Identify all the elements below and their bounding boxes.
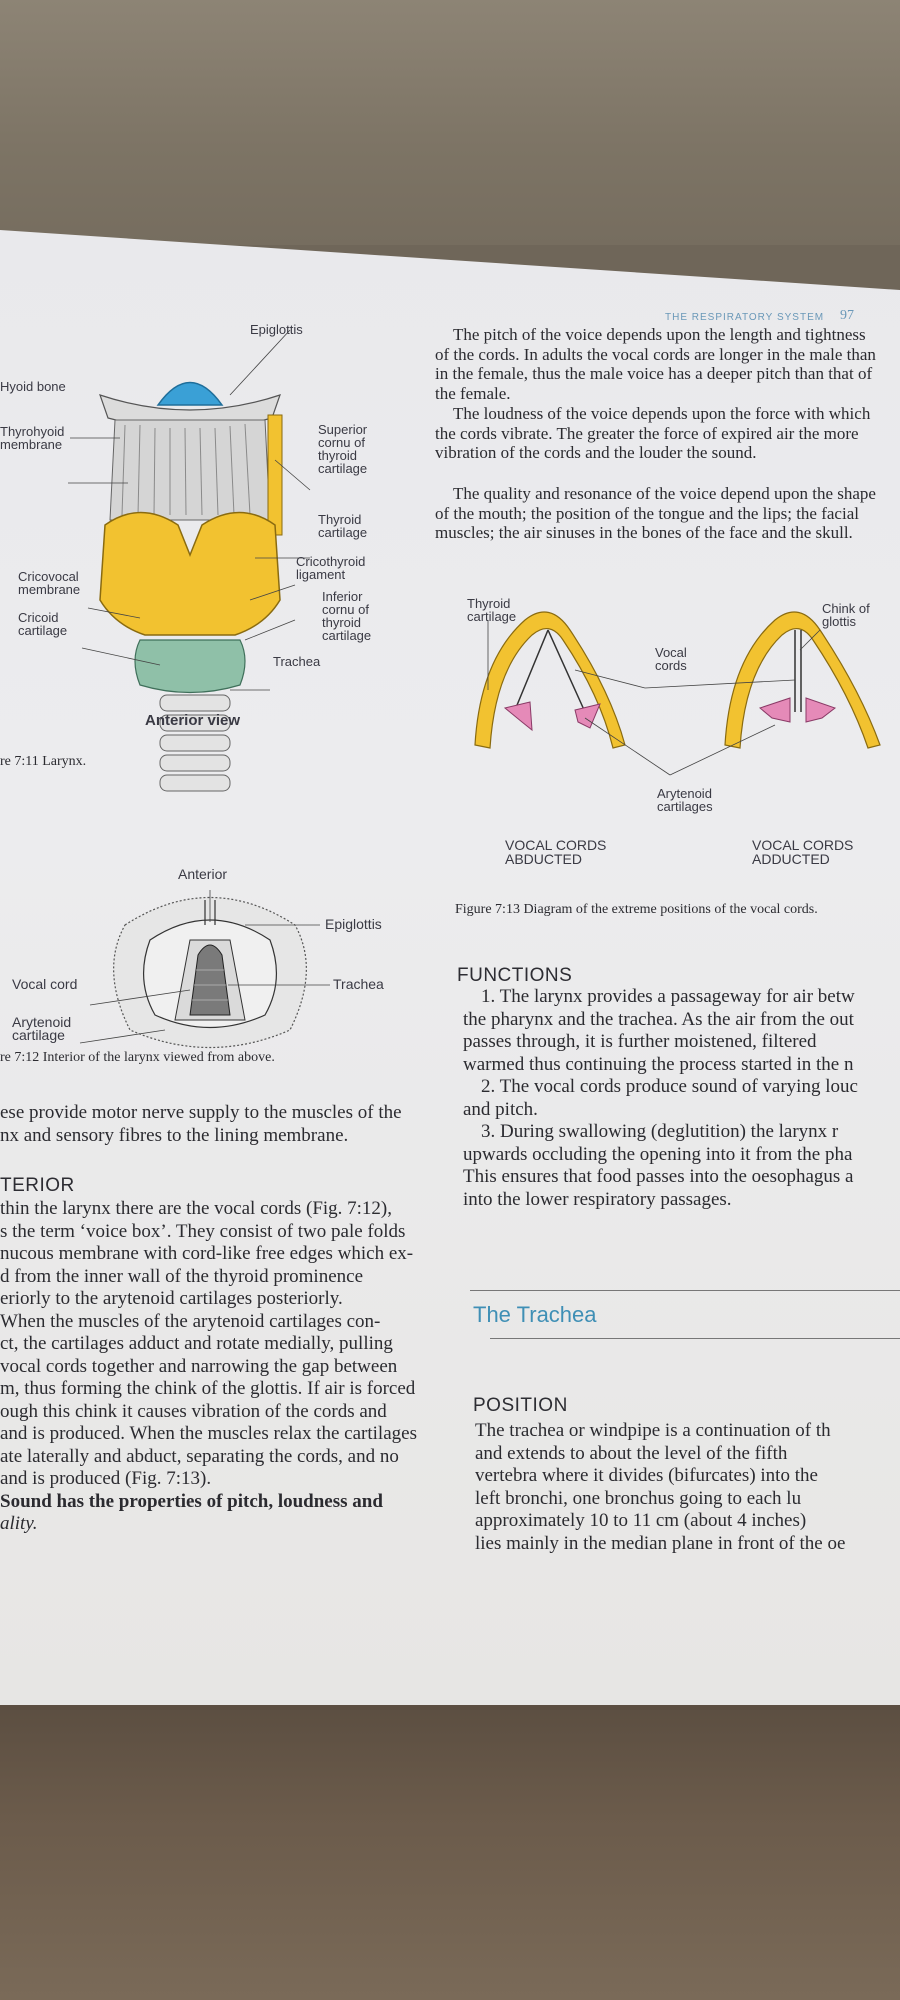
label-thyroid-cartilage-13: Thyroid cartilage bbox=[467, 596, 517, 624]
label-vocal-cords: Vocal cords bbox=[655, 645, 687, 673]
pitch-paragraph: The pitch of the voice depends upon the … bbox=[435, 325, 876, 403]
functions-text: 1. The larynx provides a passageway for … bbox=[463, 986, 858, 1210]
interior-paragraph: thin the larynx there are the vocal cord… bbox=[0, 1198, 417, 1534]
section-rule-top bbox=[470, 1290, 900, 1291]
section-rule-bottom bbox=[490, 1338, 900, 1339]
label-cricovocal-membrane: Cricovocal membrane bbox=[18, 569, 81, 597]
label-epiglottis: Epiglottis bbox=[250, 322, 303, 337]
larynx-interior-illustration bbox=[79, 890, 330, 1049]
table-surface-top bbox=[0, 0, 900, 245]
figure-7-13-caption: Figure 7:13 Diagram of the extreme posit… bbox=[455, 902, 818, 917]
interior-heading: TERIOR bbox=[0, 1175, 75, 1196]
vocal-cords-diagram bbox=[474, 611, 881, 776]
book-page: THE RESPIRATORY SYSTEM 97 bbox=[0, 230, 900, 1705]
page-number: 97 bbox=[840, 308, 854, 323]
label-cricoid-cartilage: Cricoid cartilage bbox=[18, 610, 68, 638]
label-superior-cornu: Superior cornu of thyroid cartilage bbox=[318, 422, 368, 476]
nerve-supply-paragraph: ese provide motor nerve supply to the mu… bbox=[0, 1102, 402, 1146]
running-head: THE RESPIRATORY SYSTEM bbox=[665, 312, 825, 323]
label-thyrohyoid-membrane: Thyrohyoid membrane bbox=[0, 424, 65, 452]
label-cricothyroid-ligament: Cricothyroid ligament bbox=[296, 554, 366, 582]
figure-7-12-caption: re 7:12 Interior of the larynx viewed fr… bbox=[0, 1050, 275, 1065]
loudness-paragraph: The loudness of the voice depends upon t… bbox=[435, 404, 871, 462]
functions-heading: FUNCTIONS bbox=[457, 965, 573, 986]
anterior-view-label: Anterior view bbox=[145, 712, 241, 729]
table-surface-bottom bbox=[0, 1695, 900, 2000]
trachea-position-text: The trachea or windpipe is a continuatio… bbox=[475, 1420, 846, 1554]
label-arytenoid-cartilage: Arytenoid cartilage bbox=[12, 1014, 72, 1043]
label-vocal-cords-adducted: VOCAL CORDS ADDUCTED bbox=[752, 837, 854, 867]
label-vocal-cords-abducted: VOCAL CORDS ABDUCTED bbox=[505, 837, 607, 867]
label-trachea-interior: Trachea bbox=[333, 976, 384, 992]
label-thyroid-cartilage: Thyroid cartilage bbox=[318, 512, 368, 540]
label-hyoid-bone: Hyoid bone bbox=[0, 379, 66, 394]
trachea-section-title: The Trachea bbox=[473, 1302, 597, 1327]
figure-7-11-caption: re 7:11 Larynx. bbox=[0, 754, 87, 769]
position-heading: POSITION bbox=[473, 1395, 568, 1416]
label-arytenoid-cartilages: Arytenoid cartilages bbox=[657, 786, 713, 814]
quality-paragraph: The quality and resonance of the voice d… bbox=[435, 484, 876, 542]
label-vocal-cord: Vocal cord bbox=[12, 976, 78, 992]
label-inferior-cornu: Inferior cornu of thyroid cartilage bbox=[322, 589, 372, 643]
label-trachea: Trachea bbox=[273, 654, 321, 669]
label-chink-of-glottis: Chink of glottis bbox=[822, 601, 870, 629]
label-anterior: Anterior bbox=[178, 866, 228, 882]
label-epiglottis-interior: Epiglottis bbox=[325, 916, 382, 932]
larynx-anterior-illustration bbox=[68, 329, 311, 792]
